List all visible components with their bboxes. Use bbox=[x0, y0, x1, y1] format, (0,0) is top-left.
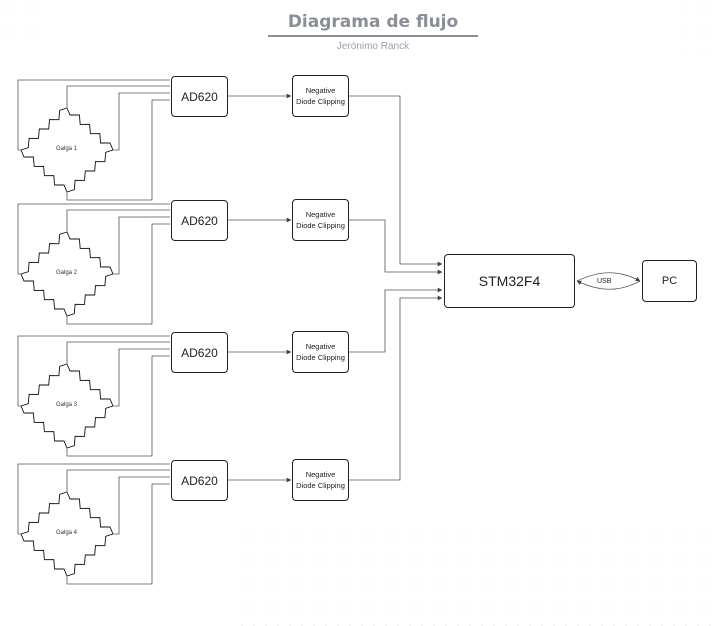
gauge-3-resistor-tl bbox=[20, 363, 68, 407]
gauge-2-resistor-bl bbox=[20, 273, 68, 317]
gauge-1-label: Galga 1 bbox=[56, 146, 78, 152]
dot-grid-top-right bbox=[680, 0, 720, 60]
clip-1-to-mcu-arrow bbox=[349, 95, 443, 267]
gauge-3-lead-bottom bbox=[66, 355, 170, 457]
gauge-1-lead-left bbox=[17, 79, 170, 151]
diode-clipping-box-2[interactable]: Negative Diode Clipping bbox=[292, 199, 349, 241]
gauge-4-lead-bottom bbox=[66, 483, 170, 585]
gauge-2-lead-right bbox=[113, 216, 170, 275]
dot-grid-bottom bbox=[240, 520, 720, 626]
gauge-2-lead-bottom bbox=[66, 223, 170, 325]
gauge-4-resistor-bl bbox=[20, 533, 68, 577]
gauge-2-label: Galga 2 bbox=[56, 270, 78, 276]
gauge-1-resistor-bl bbox=[20, 149, 68, 193]
gauge-3-resistor-bl bbox=[20, 405, 68, 449]
gauge-3-resistor-tr bbox=[66, 363, 114, 407]
gauge-1-resistor-br bbox=[66, 149, 114, 193]
title-underline bbox=[268, 35, 478, 37]
ad620-box-4[interactable]: AD620 bbox=[171, 460, 228, 501]
gauge-3-lead-left bbox=[17, 335, 170, 407]
gauge-4-resistor-tl bbox=[20, 491, 68, 535]
gauge-3-label: Galga 3 bbox=[56, 402, 78, 408]
dot-grid-top-left bbox=[0, 0, 40, 40]
gauge-2-resistor-tl bbox=[20, 231, 68, 275]
gauge-4-lead-left bbox=[17, 463, 170, 535]
diode-clipping-box-4[interactable]: Negative Diode Clipping bbox=[292, 459, 349, 501]
gauge-4-lead-top bbox=[66, 469, 170, 492]
clip-3-to-mcu-arrow bbox=[349, 287, 443, 353]
wiring bbox=[17, 79, 641, 585]
gauge-1-resistor-tr bbox=[66, 107, 114, 151]
ad620-box-1[interactable]: AD620 bbox=[171, 76, 228, 117]
author-name: Jerónimo Ranck bbox=[336, 41, 410, 52]
ad620-box-2[interactable]: AD620 bbox=[171, 200, 228, 241]
diode-clipping-box-1[interactable]: Negative Diode Clipping bbox=[292, 75, 349, 117]
usb-label: USB bbox=[597, 278, 612, 285]
gauge-2-resistor-br bbox=[66, 273, 114, 317]
gauge-1-lead-right bbox=[113, 92, 170, 151]
usb-link-arrow-to-pc bbox=[576, 272, 641, 282]
gauge-2-lead-top bbox=[66, 209, 170, 232]
gauge-1-lead-bottom bbox=[66, 99, 170, 201]
pc-box[interactable]: PC bbox=[642, 260, 697, 302]
usb-link-arrow-to-mcu bbox=[576, 280, 641, 290]
gauge-2-resistor-tr bbox=[66, 231, 114, 275]
gauge-4-lead-right bbox=[113, 476, 170, 535]
gauge-1-resistor-tl bbox=[20, 107, 68, 151]
gauge-4-resistor-br bbox=[66, 533, 114, 577]
stm32f4-box[interactable]: STM32F4 bbox=[444, 254, 575, 308]
gauge-4-resistor-tr bbox=[66, 491, 114, 535]
ad620-box-3[interactable]: AD620 bbox=[171, 332, 228, 373]
diode-clipping-box-3[interactable]: Negative Diode Clipping bbox=[292, 331, 349, 373]
gauge-2-lead-left bbox=[17, 203, 170, 275]
page-title: Diagrama de flujo bbox=[287, 12, 459, 32]
gauge-3-lead-top bbox=[66, 341, 170, 364]
gauge-3-lead-right bbox=[113, 348, 170, 407]
gauge-3-resistor-br bbox=[66, 405, 114, 449]
clip-2-to-mcu-arrow bbox=[349, 219, 443, 275]
gauge-4-label: Galga 4 bbox=[56, 530, 78, 536]
clip-4-to-mcu-arrow bbox=[349, 295, 443, 481]
gauge-1-lead-top bbox=[66, 85, 170, 108]
